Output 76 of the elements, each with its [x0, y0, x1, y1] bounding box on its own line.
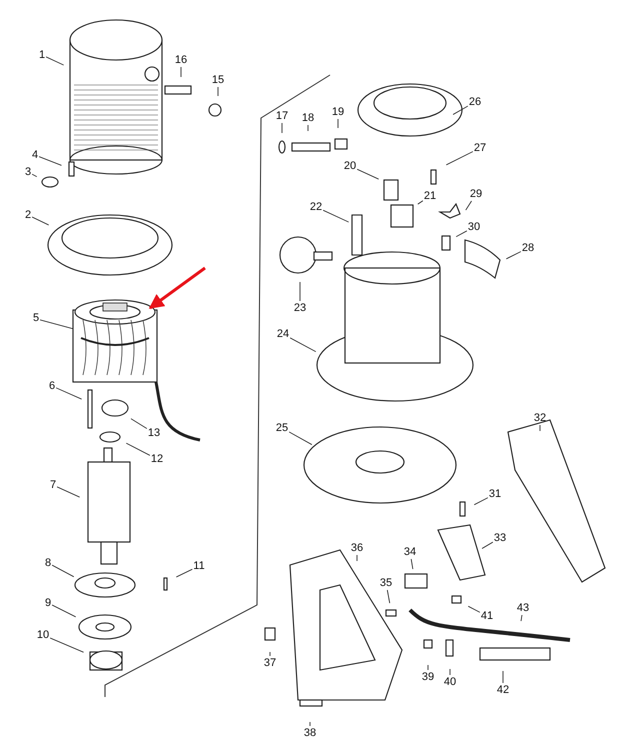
leader-line: [506, 251, 522, 260]
callout-number: 42: [496, 684, 510, 696]
leader-line: [46, 56, 64, 66]
leader-line: [176, 568, 193, 578]
callout-number: 43: [516, 602, 530, 614]
leader-line: [410, 558, 414, 570]
arrow: [148, 266, 206, 310]
callout-number: 8: [44, 557, 52, 569]
callout-number: 6: [48, 380, 56, 392]
leader-line: [446, 151, 474, 166]
leader-line: [356, 168, 380, 180]
callout-number: 34: [404, 546, 416, 558]
callout-number: 30: [468, 221, 480, 233]
callout-number: 4: [32, 149, 38, 161]
callout-number: 17: [276, 110, 288, 122]
callout-number: 24: [276, 328, 290, 340]
callout-number: 15: [212, 74, 224, 86]
callout-number: 22: [310, 201, 322, 213]
leader-line: [52, 604, 76, 618]
callout-number: 19: [332, 106, 344, 118]
callout-number: 1: [38, 49, 46, 61]
callout-number: 11: [193, 560, 205, 572]
leader-line: [32, 216, 50, 226]
callout-number: 35: [380, 577, 392, 589]
callout-number: 27: [474, 142, 486, 154]
callout-number: 23: [294, 302, 306, 314]
callout-number: 25: [276, 422, 288, 434]
callout-number: 40: [444, 676, 456, 688]
callout-number: 5: [32, 312, 40, 324]
leader-line: [502, 670, 504, 684]
callout-number: 38: [304, 727, 316, 739]
leader-line: [56, 486, 80, 498]
callout-number: 36: [350, 542, 364, 554]
leader-line: [356, 554, 358, 562]
leader-line: [56, 387, 82, 400]
leader-line: [482, 542, 494, 549]
callout-number: 33: [494, 532, 506, 544]
callout-number: 39: [422, 671, 434, 683]
callout-number: 13: [148, 427, 160, 439]
leader-line: [452, 106, 468, 115]
callout-number: 28: [522, 242, 534, 254]
leader-line: [180, 66, 182, 78]
callout-number: 12: [150, 453, 164, 465]
leader-line: [40, 319, 74, 330]
callout-number: 18: [302, 112, 314, 124]
callout-number: 41: [480, 610, 494, 622]
callout-number: 29: [470, 188, 482, 200]
leader-line: [126, 442, 150, 456]
callout-number: 10: [36, 629, 50, 641]
leader-line: [288, 432, 312, 445]
leader-line: [290, 337, 316, 352]
callout-number: 31: [488, 488, 502, 500]
leader-line: [38, 156, 62, 166]
leader-line: [130, 418, 148, 429]
leader-line: [456, 230, 468, 238]
leader-line: [386, 590, 390, 604]
leader-line: [474, 497, 488, 506]
callout-number: 9: [44, 597, 52, 609]
callout-number: 21: [424, 190, 436, 202]
callout-number: 20: [344, 160, 356, 172]
callout-number: 7: [50, 479, 56, 491]
leader-line: [32, 174, 38, 178]
callout-number: 3: [24, 166, 32, 178]
callout-number: 26: [468, 96, 482, 108]
callout-number: 32: [534, 412, 546, 424]
stator-drawing: [72, 299, 158, 383]
callout-number: 16: [174, 54, 188, 66]
leader-line: [468, 606, 480, 613]
leader-line: [520, 614, 522, 622]
leader-line: [465, 200, 472, 210]
leader-line: [417, 200, 424, 205]
callout-number: 2: [24, 209, 32, 221]
leader-line: [52, 564, 74, 578]
leader-line: [50, 638, 84, 653]
leader-line: [322, 210, 350, 222]
callout-number: 37: [264, 657, 276, 669]
